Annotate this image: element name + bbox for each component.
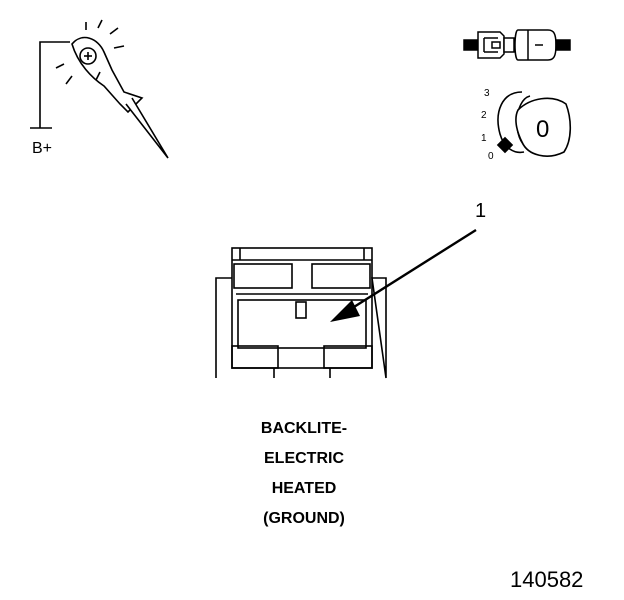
caption-line-4: (GROUND) [263,510,345,527]
test-light-icon [30,19,169,159]
caption-line-1: BACKLITE- [260,420,348,437]
ignition-key-icon [496,91,572,157]
b-plus-label: B+ [32,140,53,157]
key-position-label: 0 [536,116,550,143]
ignition-position-1: 1 [481,133,487,144]
disconnected-connector-icon [463,29,571,61]
callout-number: 1 [475,200,487,222]
connector-caption: BACKLITE- ELECTRIC HEATED (GROUND) [204,414,404,534]
caption-line-2: ELECTRIC [264,450,344,467]
figure-number: 140582 [510,567,584,592]
connector-face-diagram [215,247,387,379]
ignition-position-2: 2 [481,110,487,121]
callout-arrow [330,228,477,322]
ignition-position-0: 0 [488,151,494,162]
ignition-position-3: 3 [484,88,490,99]
caption-line-3: HEATED [271,480,337,497]
